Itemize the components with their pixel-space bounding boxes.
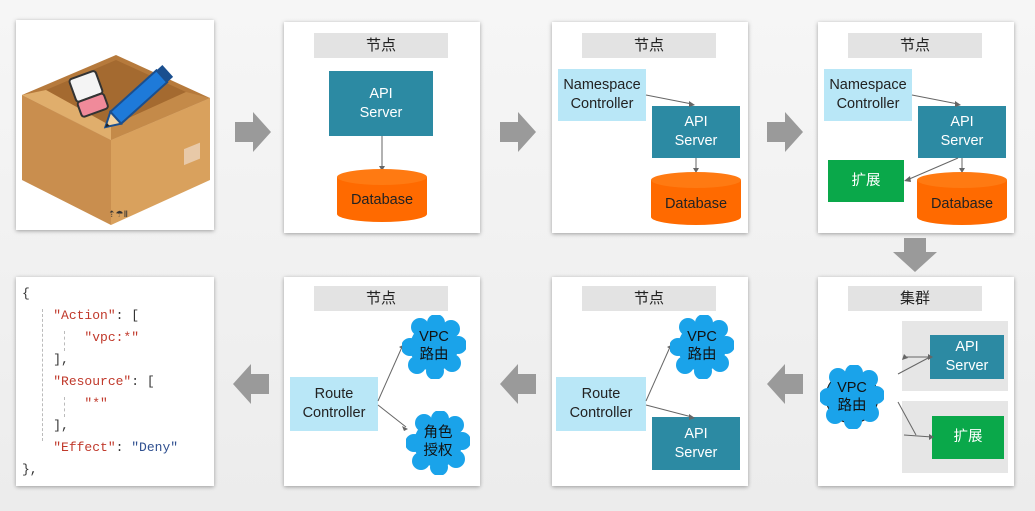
namespace-controller-box: Namespace Controller <box>558 69 646 121</box>
arrow-down-icon <box>893 238 937 272</box>
api-server-box: API Server <box>329 71 433 136</box>
database-cylinder: Database <box>651 172 741 225</box>
cloud-icon <box>406 411 470 475</box>
cardboard-box-icon: ⇡☂Ⅱ <box>22 55 210 225</box>
cloud-icon <box>820 365 884 429</box>
connector-lines <box>645 344 695 420</box>
cloud-icon <box>670 315 734 379</box>
indent-guide <box>64 331 65 351</box>
extension-box: 扩展 <box>828 160 904 202</box>
database-cylinder: Database <box>917 172 1007 225</box>
arrow-right-icon <box>767 112 803 152</box>
api-server-box: API Server <box>652 106 740 158</box>
connector-line <box>379 136 385 171</box>
panel-header: 节点 <box>582 286 716 311</box>
connector-lines <box>904 94 965 182</box>
panel-node-route-api: 节点 Route Controller API Server VPC 路由 <box>552 277 748 486</box>
panel-header: 节点 <box>848 33 982 58</box>
vpc-route-label: VPC 路由 <box>837 380 867 414</box>
panel-header: 节点 <box>582 33 716 58</box>
code-punct: : [ <box>115 308 140 323</box>
code-value: "vpc:*" <box>84 330 140 345</box>
panel-cluster: 集群 API Server 扩展 VPC 路由 <box>818 277 1014 486</box>
code-key: "Resource" <box>53 374 132 389</box>
route-controller-box: Route Controller <box>290 377 378 431</box>
vpc-route-label: VPC 路由 <box>419 329 449 363</box>
database-label: Database <box>350 192 414 208</box>
role-authorization-label: 角色 授权 <box>423 425 453 459</box>
indent-guide <box>64 397 65 417</box>
route-controller-box: Route Controller <box>556 377 646 431</box>
vpc-route-label: VPC 路由 <box>687 329 717 363</box>
panel-policy-json: { "Action": [ "vpc:*" ], "Resource": [ "… <box>16 277 214 486</box>
arrow-left-icon <box>767 364 803 404</box>
api-server-box: API Server <box>918 106 1006 158</box>
code-key: "Action" <box>53 308 116 323</box>
code-value: "*" <box>84 396 108 411</box>
code-line: { <box>22 286 30 301</box>
code-punct: : [ <box>131 374 155 389</box>
arrow-left-icon <box>233 364 269 404</box>
panel-node-basic: 节点 API Server Database <box>284 22 480 233</box>
api-server-box: API Server <box>652 417 740 470</box>
connector-lines <box>897 354 934 440</box>
namespace-controller-box: Namespace Controller <box>824 69 912 121</box>
code-value: "Deny" <box>131 440 179 455</box>
vpc-route-cloud: VPC 路由 <box>402 315 466 379</box>
panel-header: 集群 <box>848 286 982 311</box>
arrow-left-icon <box>500 364 536 404</box>
database-label: Database <box>930 196 994 212</box>
cloud-icon <box>402 315 466 379</box>
vpc-route-cloud: VPC 路由 <box>670 315 734 379</box>
policy-code: { "Action": [ "vpc:*" ], "Resource": [ "… <box>22 283 178 481</box>
panel-node-namespace: 节点 Namespace Controller API Server Datab… <box>552 22 748 233</box>
panel-header: 节点 <box>314 286 448 311</box>
code-key: "Effect" <box>53 440 116 455</box>
panel-header: 节点 <box>314 33 448 58</box>
code-line: }, <box>22 462 38 477</box>
panel-node-extension: 节点 Namespace Controller API Server 扩展 Da… <box>818 22 1014 233</box>
panel-node-route-role: 节点 Route Controller VPC 路由 角色 授权 <box>284 277 480 486</box>
code-punct: : <box>115 440 132 455</box>
panel-box-icon: ⇡☂Ⅱ <box>16 20 214 230</box>
arrow-right-icon <box>500 112 536 152</box>
indent-guide <box>42 309 43 441</box>
connector-lines <box>645 94 699 173</box>
database-label: Database <box>664 196 728 212</box>
vpc-route-cloud: VPC 路由 <box>820 365 884 429</box>
database-cylinder: Database <box>337 169 427 222</box>
role-authorization-cloud: 角色 授权 <box>406 411 470 475</box>
code-punct: ], <box>53 418 69 433</box>
extension-box: 扩展 <box>932 416 1004 459</box>
code-punct: ], <box>53 352 69 367</box>
svg-text:⇡☂Ⅱ: ⇡☂Ⅱ <box>108 210 128 220</box>
arrow-right-icon <box>235 112 271 152</box>
api-server-box: API Server <box>930 335 1004 379</box>
